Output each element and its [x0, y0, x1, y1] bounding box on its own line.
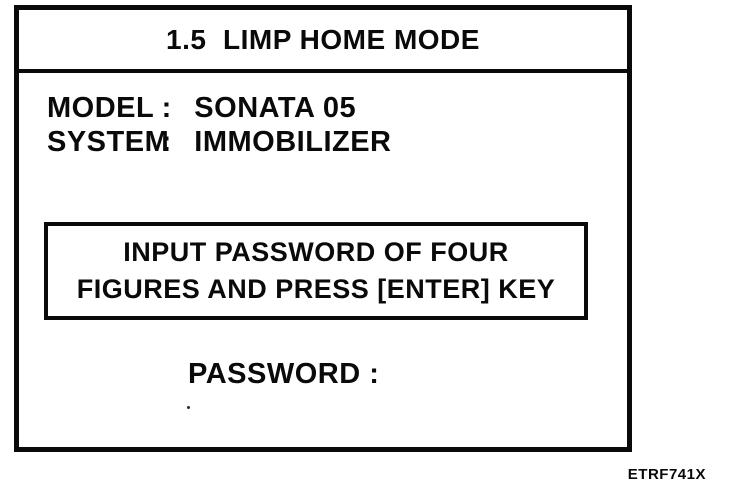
model-row: MODEL : SONATA 05 — [47, 91, 627, 125]
system-colon: : — [161, 126, 172, 158]
instruction-line-1: INPUT PASSWORD OF FOUR — [123, 237, 509, 267]
model-colon: : — [161, 92, 172, 124]
password-input[interactable] — [388, 363, 458, 391]
system-label: SYSTEM — [47, 126, 170, 158]
vehicle-info-section: MODEL : SONATA 05 SYSTEM : IMMOBILIZER — [47, 91, 627, 159]
scan-speck — [187, 406, 190, 409]
password-label: PASSWORD : — [188, 358, 380, 390]
instruction-box: INPUT PASSWORD OF FOUR FIGURES AND PRESS… — [44, 222, 588, 320]
system-value: IMMOBILIZER — [194, 126, 392, 158]
scan-tool-screen: 1.5 LIMP HOME MODE MODEL : SONATA 05 SYS… — [14, 5, 632, 452]
instruction-line-2: FIGURES AND PRESS [ENTER] KEY — [76, 274, 556, 304]
password-prompt-row: PASSWORD : — [19, 358, 627, 391]
screen-title-bar: 1.5 LIMP HOME MODE — [19, 10, 627, 73]
figure-code: ETRF741X — [627, 466, 706, 483]
model-value: SONATA 05 — [194, 92, 357, 124]
model-label: MODEL — [47, 92, 155, 124]
system-row: SYSTEM : IMMOBILIZER — [47, 125, 627, 159]
screen-title: 1.5 LIMP HOME MODE — [166, 23, 480, 55]
